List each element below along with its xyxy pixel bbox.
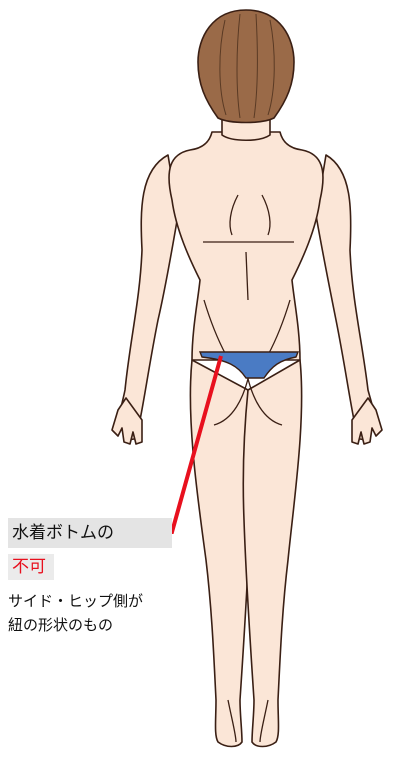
left-leg: [190, 360, 251, 747]
callout-title: 水着ボトムの: [8, 518, 172, 548]
hair: [198, 10, 294, 123]
verdict-label: 不可: [8, 554, 54, 580]
callout-description-line-2: 紐の形状のもの: [8, 614, 113, 636]
left-arm: [119, 155, 178, 440]
right-leg: [243, 360, 301, 747]
right-arm: [316, 155, 375, 440]
torso: [169, 132, 323, 360]
callout-description-line-1: サイド・ヒップ側が: [8, 590, 143, 612]
